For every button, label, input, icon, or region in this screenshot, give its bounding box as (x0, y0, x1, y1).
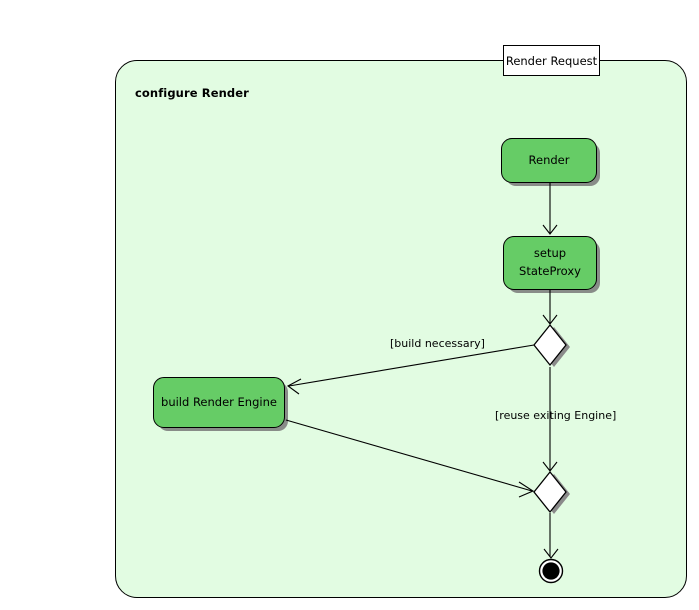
activity-node-render[interactable]: Render (501, 138, 597, 183)
edge-guard-build-necessary: [build necessary] (390, 337, 485, 350)
activity-node-setup-label-line1: setup (533, 246, 567, 261)
activity-node-build-render-engine[interactable]: build Render Engine (153, 377, 285, 428)
activity-node-build-label: build Render Engine (161, 394, 277, 409)
entry-label-box: Render Request (503, 45, 600, 76)
page-title: configure Render (135, 86, 249, 100)
edge-guard-reuse-engine: [reuse exiting Engine] (495, 409, 617, 422)
activity-node-setup-stateproxy[interactable]: setup StateProxy (503, 236, 597, 290)
activity-node-render-label: Render (528, 152, 570, 167)
activity-partition (115, 60, 687, 598)
activity-node-setup-label-line2: StateProxy (519, 264, 581, 278)
entry-label-text: Render Request (505, 53, 598, 68)
